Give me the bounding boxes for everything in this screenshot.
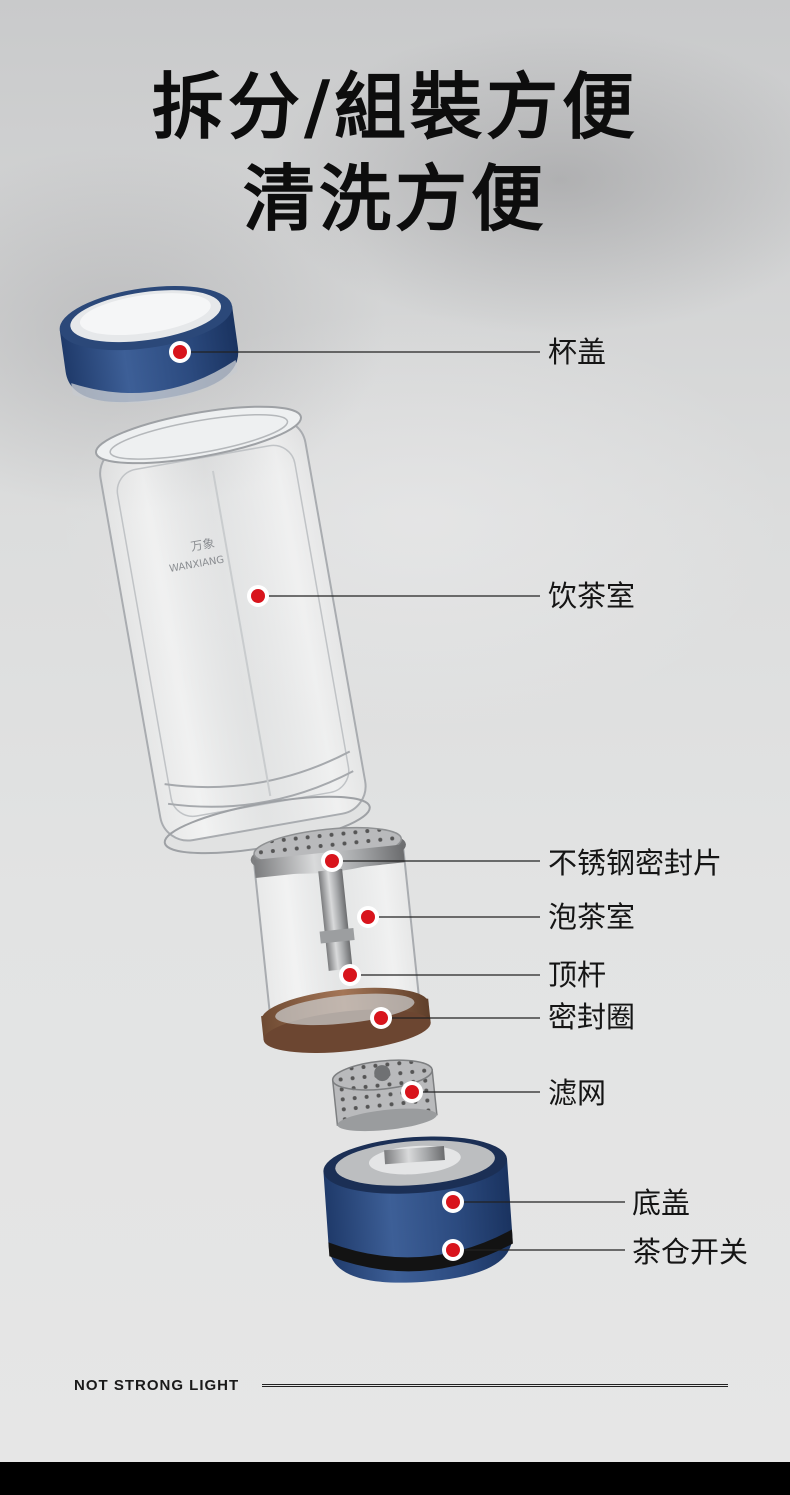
cup-lid (59, 285, 239, 404)
headline-line-2: 清洗方便 (242, 156, 547, 241)
marker-brew-chamber (357, 906, 379, 928)
tumbler-glass: 万象 WANXIANG (94, 405, 371, 855)
marker-switch (442, 1239, 464, 1261)
label-drinking-chamber: 饮茶室 (548, 579, 636, 613)
label-cup-lid: 杯盖 (548, 335, 607, 369)
bottom-black-bar (0, 1462, 790, 1495)
marker-cup-lid (169, 341, 191, 363)
marker-bottom-cap (442, 1191, 464, 1213)
label-seal-ring: 密封圈 (548, 1000, 636, 1034)
label-tea-chamber-switch: 茶仓开关 (632, 1235, 749, 1269)
label-filter-mesh: 滤网 (548, 1076, 607, 1110)
marker-seal-disc (321, 850, 343, 872)
footer-divider (262, 1384, 728, 1387)
marker-drinking-chamber (247, 585, 269, 607)
marker-seal-ring (370, 1007, 392, 1029)
marker-filter (401, 1081, 423, 1103)
label-bottom-cap: 底盖 (632, 1186, 691, 1220)
label-brew-chamber: 泡茶室 (548, 900, 636, 934)
part-markers (169, 341, 464, 1261)
marker-push-rod (339, 964, 361, 986)
bottom-cap (323, 1136, 513, 1283)
headline-line-1: 拆分/組裝方便 (151, 64, 639, 149)
label-stainless-seal-disc: 不锈钢密封片 (548, 846, 723, 880)
label-push-rod: 顶杆 (548, 958, 607, 992)
footer-tagline: NOT STRONG LIGHT (74, 1377, 240, 1394)
leader-lines (185, 351, 625, 1251)
brand-logo-cn: 万象 (190, 536, 216, 554)
